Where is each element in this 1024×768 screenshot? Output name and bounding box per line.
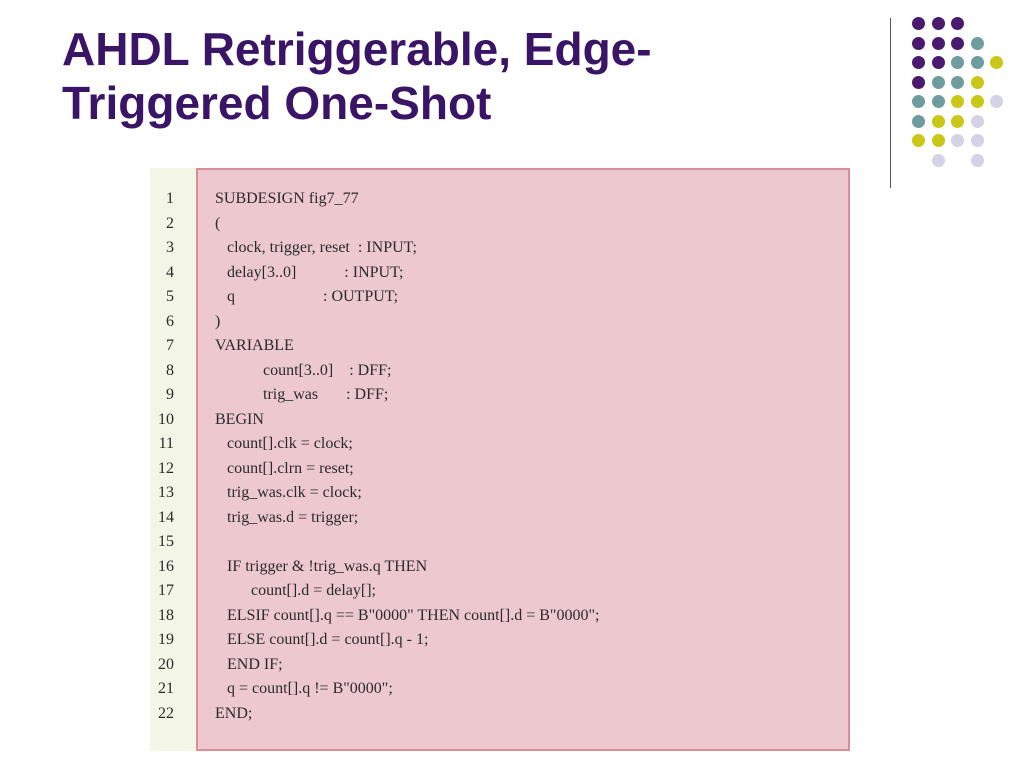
- decorative-dot: [951, 134, 964, 147]
- code-line: count[].clk = clock;: [215, 435, 353, 452]
- code-line: IF trigger & !trig_was.q THEN: [215, 557, 428, 575]
- code-line: ELSIF count[].q == B"0000" THEN count[].…: [215, 606, 600, 624]
- decorative-dot: [931, 95, 945, 108]
- code-line: q = count[].q != B"0000";: [215, 680, 393, 697]
- line-number: 7: [166, 337, 174, 354]
- decorative-dot: [931, 75, 945, 89]
- line-number: 14: [158, 508, 174, 526]
- line-number: 20: [158, 655, 174, 673]
- decorative-dot: [912, 114, 925, 128]
- code-line: clock, trigger, reset : INPUT;: [215, 239, 417, 256]
- line-number: 17: [158, 582, 174, 599]
- decorative-dot: [912, 56, 925, 69]
- line-number: 15: [158, 533, 174, 550]
- decorative-dot: [970, 153, 984, 167]
- line-number: 19: [158, 631, 174, 648]
- line-number: 22: [158, 704, 174, 722]
- code-line: END IF;: [215, 655, 283, 673]
- decorative-dot: [951, 36, 964, 50]
- decorative-dot: [970, 114, 984, 128]
- code-line: BEGIN: [215, 410, 264, 428]
- decorative-dot: [931, 56, 945, 69]
- slide-title: AHDL Retriggerable, Edge- Triggered One-…: [62, 22, 822, 130]
- decorative-dot: [931, 36, 945, 50]
- line-number: 2: [166, 214, 174, 232]
- code-line: trig_was.clk = clock;: [215, 484, 362, 501]
- decorative-dot: [970, 75, 984, 89]
- code-line: ELSE count[].d = count[].q - 1;: [215, 631, 429, 648]
- code-line: delay[3..0] : INPUT;: [215, 263, 404, 281]
- code-line: ): [215, 312, 221, 330]
- decorative-dot: [951, 95, 964, 108]
- decorative-dot: [912, 36, 925, 50]
- line-number: 13: [158, 484, 174, 501]
- code-listing-panel: SUBDESIGN fig7_77 ( clock, trigger, reset…: [196, 168, 850, 751]
- line-number: 12: [158, 459, 174, 477]
- line-number: 21: [158, 680, 174, 697]
- slide-title-line-1: AHDL Retriggerable, Edge-: [62, 23, 652, 75]
- code-line: END;: [215, 704, 253, 722]
- code-line: count[3..0] : DFF;: [215, 361, 392, 379]
- decorative-dot: [931, 153, 945, 167]
- line-number: 1: [166, 190, 174, 207]
- code-line: SUBDESIGN fig7_77: [215, 190, 359, 207]
- decorative-dot: [951, 56, 964, 69]
- line-number: 11: [158, 435, 174, 452]
- code-line: trig_was.d = trigger;: [215, 508, 359, 526]
- decorative-dot: [931, 134, 945, 147]
- decorative-dot: [931, 17, 945, 30]
- line-number: 6: [166, 312, 174, 330]
- decorative-dot: [912, 17, 925, 30]
- decorative-dot: [931, 114, 945, 128]
- decorative-dot: [970, 95, 984, 108]
- line-number: 4: [166, 263, 174, 281]
- code-line: (: [215, 214, 221, 232]
- decorative-dot: [990, 56, 1003, 69]
- line-number: 18: [158, 606, 174, 624]
- decorative-dot: [912, 75, 925, 89]
- decorative-dot: [970, 36, 984, 50]
- line-number: 8: [166, 361, 174, 379]
- line-number: 10: [158, 410, 174, 428]
- decorative-dot: [951, 114, 964, 128]
- decorative-dot: [951, 17, 964, 30]
- line-number: 3: [166, 239, 174, 256]
- line-number: 5: [166, 288, 174, 305]
- code-line: q : OUTPUT;: [215, 288, 399, 305]
- code-line: VARIABLE: [215, 337, 294, 354]
- slide-title-line-2: Triggered One-Shot: [62, 77, 492, 129]
- decorative-dot: [951, 75, 964, 89]
- code-line: trig_was : DFF;: [215, 386, 389, 403]
- decorative-dot: [912, 134, 925, 147]
- line-number: 9: [166, 386, 174, 403]
- code-line: count[].clrn = reset;: [215, 459, 354, 477]
- decorative-dot: [970, 56, 984, 69]
- line-number: 16: [158, 557, 174, 575]
- decorative-dot: [912, 95, 925, 108]
- corner-divider-line: [890, 18, 891, 188]
- decorative-dot: [990, 95, 1003, 108]
- decorative-dot: [970, 134, 984, 147]
- code-line: count[].d = delay[];: [215, 582, 376, 599]
